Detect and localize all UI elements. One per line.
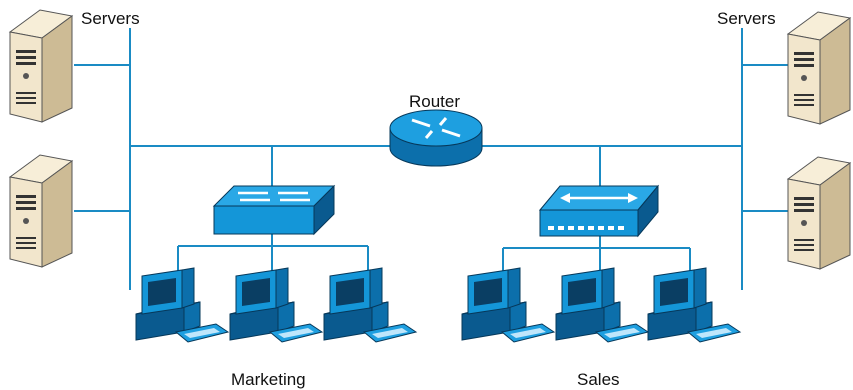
server-icon-left-top [10,10,72,122]
workstation-icon-marketing-2 [230,268,322,342]
sales-label: Sales [577,370,620,390]
workstation-icon-sales-1 [462,268,554,342]
workstation-icon-marketing-3 [324,268,416,342]
server-icon-right-bottom [788,157,850,269]
workstation-icon-sales-3 [648,268,740,342]
workstation-icon-sales-2 [556,268,648,342]
server-icon-left-bottom [10,155,72,267]
hub-icon [540,186,658,236]
router-label: Router [409,92,460,112]
left-servers-label: Servers [81,9,140,29]
router-icon [390,110,482,166]
marketing-label: Marketing [231,370,306,390]
right-servers-label: Servers [717,9,776,29]
workstation-icon-marketing-1 [136,268,228,342]
switch-icon [214,186,334,234]
server-icon-right-top [788,12,850,124]
